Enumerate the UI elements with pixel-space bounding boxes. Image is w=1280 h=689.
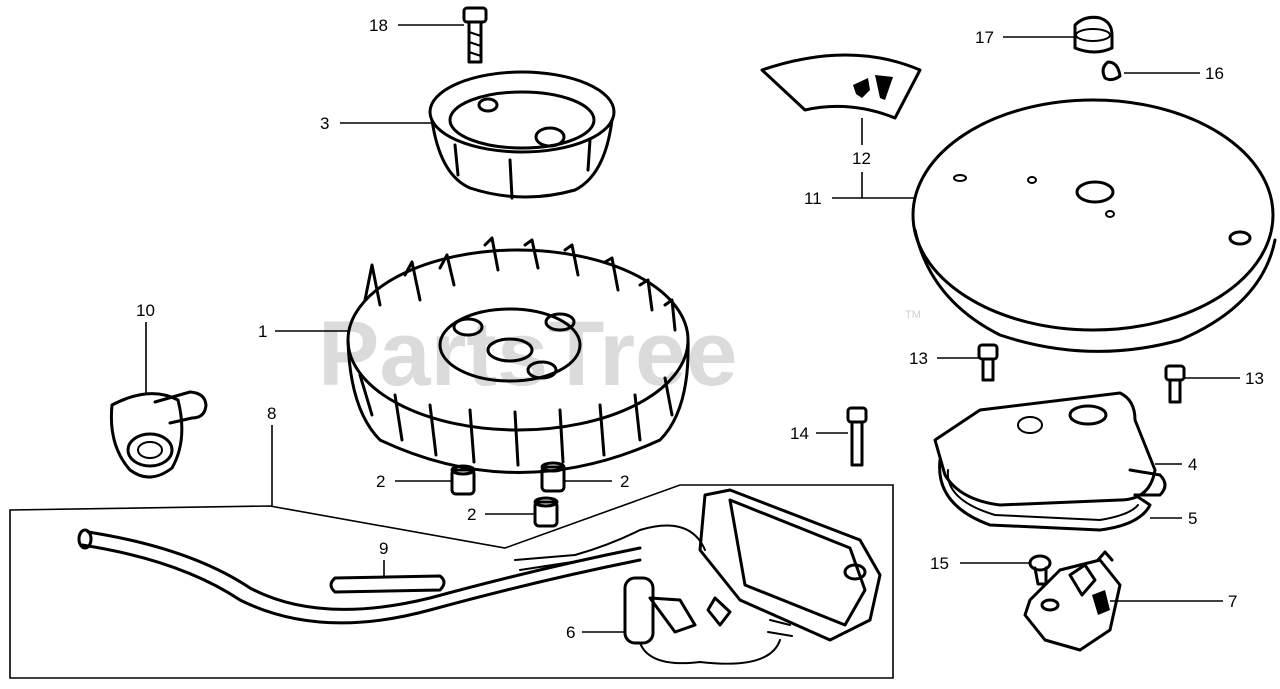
part-16-washer[interactable] [1101,60,1122,82]
callout-17: 17 [975,28,994,47]
watermark-trademark: TM [905,309,921,321]
callout-7: 7 [1228,592,1237,611]
part-17-cap[interactable] [1073,15,1114,54]
part-9-tube[interactable] [77,528,642,625]
part-14-bolt[interactable] [846,406,868,467]
callout-10: 10 [136,301,155,320]
part-18-bolt[interactable] [462,6,488,64]
callout-13-left: 13 [909,349,928,368]
callout-2-lower: 2 [467,505,476,524]
part-12-decal[interactable] [760,53,922,120]
callout-4: 4 [1188,455,1197,474]
callout-3: 3 [320,114,329,133]
callout-14: 14 [790,424,809,443]
part-5-gasket[interactable] [938,458,1152,532]
callout-18: 18 [369,16,388,35]
callout-13-right: 13 [1245,369,1264,388]
part-7-contact-points[interactable] [1023,550,1122,652]
callout-2-left: 2 [376,472,385,491]
part-11-fan-cover[interactable] [911,98,1277,353]
part-2-pin-b[interactable] [540,461,566,493]
part-6-ignition-coil[interactable] [514,488,882,665]
part-4-point-cover[interactable] [933,391,1167,507]
leader-lines [145,24,1240,633]
callout-16: 16 [1205,64,1224,83]
callout-2-right: 2 [620,472,629,491]
callout-15: 15 [930,554,949,573]
part-13-bolt-b[interactable] [1164,364,1186,404]
callout-8: 8 [267,404,276,423]
callout-5: 5 [1188,509,1197,528]
part-13-bolt-a[interactable] [977,343,999,382]
callout-9: 9 [379,539,388,558]
part-1-flywheel[interactable] [346,236,690,474]
part-2-pin-a[interactable] [450,464,476,496]
part-10-spark-plug-cap[interactable] [109,390,208,479]
callout-labels: 18 3 1 10 8 2 2 2 9 6 17 16 12 11 13 13 … [136,16,1264,642]
part-8-bracket-outline [9,484,894,679]
callout-11: 11 [804,189,822,208]
callout-1: 1 [258,322,267,341]
callout-6: 6 [566,623,575,642]
callout-12: 12 [852,149,871,168]
part-15-screw[interactable] [1028,554,1052,586]
part-3-starter-pulley[interactable] [428,70,616,200]
part-2-pin-c[interactable] [533,496,559,528]
